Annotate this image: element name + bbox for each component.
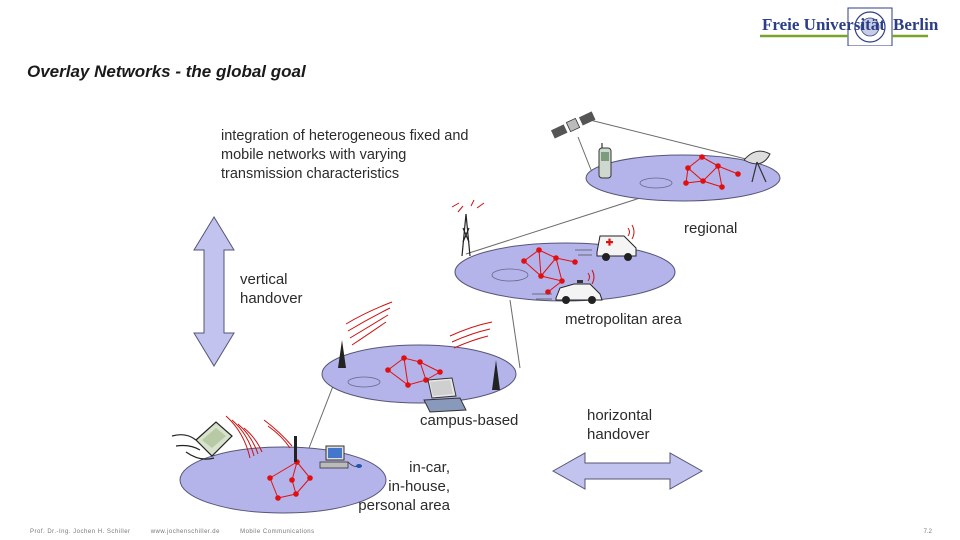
pan-nodes	[267, 459, 313, 501]
regional-label: regional	[684, 220, 738, 237]
link-campus-metro	[509, 299, 521, 369]
link-satellite-dish	[589, 119, 751, 161]
logo-text-right: Berlin	[893, 15, 939, 34]
logo-text-left: Freie Universität	[762, 15, 885, 34]
pan-access-point-icon	[294, 436, 297, 462]
satellite-icon	[550, 111, 596, 139]
horizontal-handover-label: horizontal handover	[587, 407, 653, 443]
university-logo	[760, 6, 930, 47]
footer-url: www.jochenschiller.de	[150, 529, 220, 535]
campus-tower-icons	[338, 340, 500, 390]
regional-network-area	[585, 154, 781, 202]
metro-nodes	[521, 247, 578, 295]
pan-radio-waves	[225, 415, 293, 459]
campus-nodes	[385, 355, 443, 388]
vehicle-radio-waves	[587, 224, 635, 285]
slide-footer: Prof. Dr.-Ing. Jochen H. Schiller www.jo…	[30, 529, 333, 535]
footer-course: Mobile Communications	[240, 529, 315, 535]
intro-text: integration of heterogeneous fixed and m…	[221, 128, 469, 182]
link-metro-regional	[465, 189, 666, 255]
vertical-handover-arrow	[193, 216, 235, 367]
regional-nodes	[683, 154, 741, 190]
campus-based-label: campus-based	[420, 412, 519, 429]
campus-mesh	[387, 357, 441, 386]
satellite-dish-icon	[743, 150, 771, 183]
desktop-computer-icon	[319, 445, 362, 469]
radio-tower-icon	[461, 213, 471, 257]
campus-radio-waves	[345, 301, 493, 349]
car-icon	[532, 280, 603, 304]
metro-mesh	[523, 249, 576, 293]
laptop-icon	[423, 377, 467, 413]
ambulance-icon	[575, 235, 637, 261]
metropolitan-area-label: metropolitan area	[565, 311, 682, 328]
vertical-handover-label: vertical handover	[240, 271, 303, 307]
mobile-phone-icon	[598, 143, 612, 179]
slide-title: Overlay Networks - the global goal	[27, 62, 306, 81]
tower-radio-waves	[451, 199, 485, 213]
personal-area-label: in-car, in-house, personal area	[358, 459, 450, 514]
campus-network-area	[321, 344, 517, 404]
page-number: 7.2	[923, 529, 932, 535]
pda-icon	[171, 421, 233, 460]
horizontal-handover-arrow	[551, 452, 704, 490]
logo-graphic	[760, 7, 928, 47]
footer-author: Prof. Dr.-Ing. Jochen H. Schiller	[30, 529, 131, 535]
